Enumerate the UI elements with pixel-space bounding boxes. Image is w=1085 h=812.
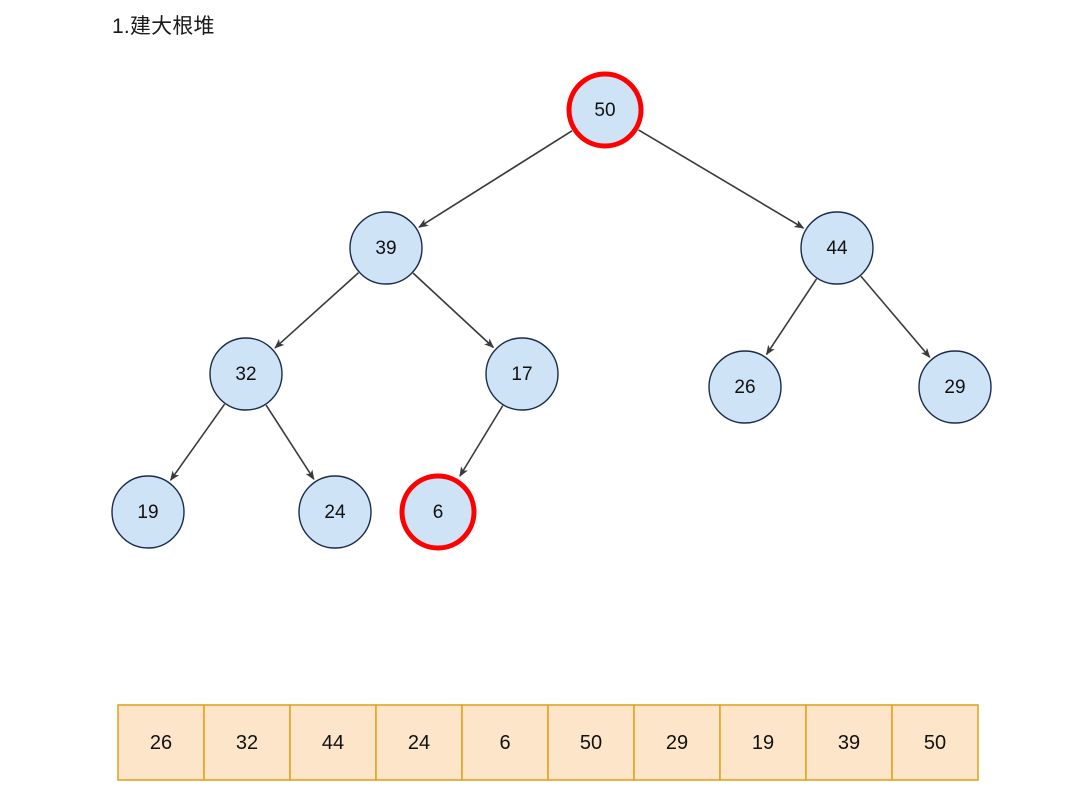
array-cell-box (805, 704, 893, 781)
node-circle (298, 475, 372, 549)
array-cell-box (117, 704, 205, 781)
node-circle (349, 211, 423, 285)
node-label: 19 (137, 502, 158, 523)
node-label: 17 (511, 364, 532, 385)
array-cell-box (633, 704, 721, 781)
edge-32-19-arrow (169, 403, 226, 482)
tree-edges (169, 129, 931, 482)
array-cell-value: 50 (580, 732, 602, 754)
tree-node-29[interactable]: 29 (918, 350, 992, 424)
array-cell[interactable]: 44 (289, 704, 377, 781)
page-title: 1.建大根堆 (112, 15, 215, 38)
tree-node-50[interactable]: 50 (566, 71, 644, 149)
array-cell[interactable]: 29 (633, 704, 721, 781)
array-cell-value: 6 (499, 732, 510, 754)
node-circle (485, 337, 559, 411)
tree-node-6[interactable]: 6 (399, 473, 477, 551)
tree-node-17[interactable]: 17 (485, 337, 559, 411)
node-label: 6 (433, 502, 444, 523)
array-cell-box (891, 704, 979, 781)
array-cell[interactable]: 39 (805, 704, 893, 781)
edge-44-29-arrow (860, 275, 931, 359)
array-cell-value: 32 (236, 732, 258, 754)
edge-50-39-arrow (418, 130, 573, 228)
tree-node-44[interactable]: 44 (800, 211, 874, 285)
tree-nodes: 50 39 44 32 17 26 29 19 24 6 (111, 71, 992, 551)
node-label: 39 (375, 238, 396, 259)
node-circle (111, 475, 185, 549)
node-circle (800, 211, 874, 285)
edge-32-24-arrow (265, 404, 315, 481)
array-representation: 26 32 44 24 6 50 29 19 39 50 (117, 704, 979, 781)
edge-39-32-arrow (274, 272, 360, 349)
array-cell[interactable]: 19 (719, 704, 807, 781)
array-cell-box (547, 704, 635, 781)
array-cell-value: 19 (752, 732, 774, 754)
node-label: 24 (324, 502, 346, 523)
array-cell-value: 39 (838, 732, 860, 754)
node-label: 29 (944, 377, 965, 398)
edge-44-26-arrow (765, 278, 818, 356)
array-cell[interactable]: 26 (117, 704, 205, 781)
array-cell-value: 50 (924, 732, 946, 754)
tree-node-24[interactable]: 24 (298, 475, 372, 549)
node-label: 50 (594, 100, 615, 121)
array-cell-box (203, 704, 291, 781)
array-cell-value: 24 (408, 732, 430, 754)
array-cell[interactable]: 50 (547, 704, 635, 781)
array-cell-value: 29 (666, 732, 688, 754)
tree-node-32[interactable]: 32 (209, 337, 283, 411)
edge-17-6-arrow (459, 405, 504, 477)
tree-node-39[interactable]: 39 (349, 211, 423, 285)
node-label: 26 (734, 377, 755, 398)
node-circle-highlighted (399, 473, 477, 551)
array-cell[interactable]: 50 (891, 704, 979, 781)
edge-39-17-arrow (412, 272, 495, 349)
node-circle (209, 337, 283, 411)
tree-node-26[interactable]: 26 (708, 350, 782, 424)
node-label: 44 (826, 238, 848, 259)
array-cell-box (719, 704, 807, 781)
array-cell[interactable]: 24 (375, 704, 463, 781)
node-circle-highlighted (566, 71, 644, 149)
edge-50-44-arrow (638, 129, 805, 229)
node-label: 32 (235, 364, 256, 385)
array-cell-value: 26 (150, 732, 172, 754)
array-cell[interactable]: 6 (461, 704, 549, 781)
array-cell-value: 44 (322, 732, 344, 754)
array-cell-box (461, 704, 549, 781)
node-circle (708, 350, 782, 424)
node-circle (918, 350, 992, 424)
tree-node-19[interactable]: 19 (111, 475, 185, 549)
array-cell-box (375, 704, 463, 781)
array-cell-box (289, 704, 377, 781)
array-cell[interactable]: 32 (203, 704, 291, 781)
